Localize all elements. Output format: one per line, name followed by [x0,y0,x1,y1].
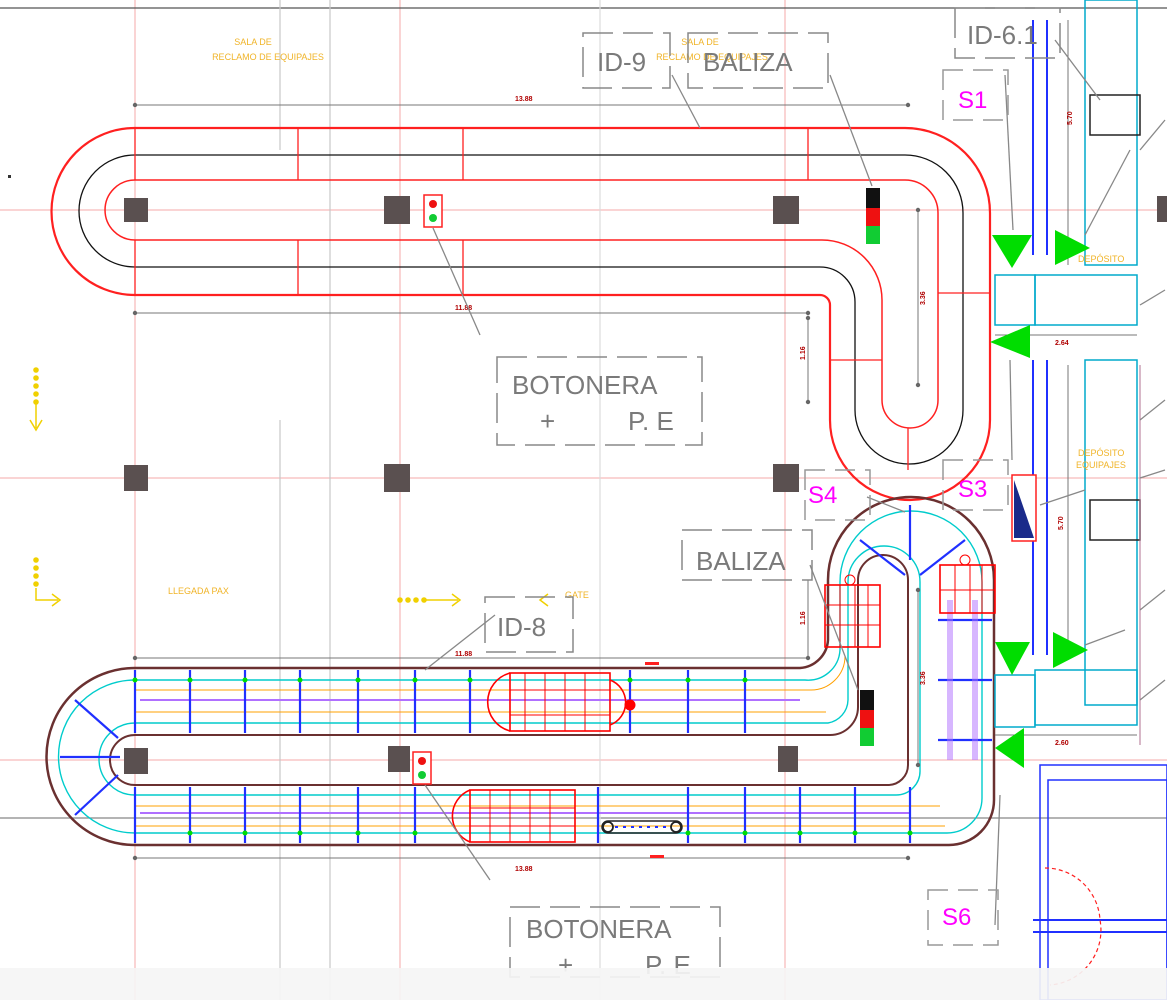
drive-units [451,564,996,843]
callout-botonera2-line1: BOTONERA [526,914,672,944]
dimension-ticks [132,102,921,861]
marker-red-bottom [650,855,664,858]
callout-baliza-top: BALIZA [703,47,793,77]
sensor-label-s6: S6 [942,904,971,931]
dim-top-length: 13.88 [515,96,533,103]
botonera-panel-top [423,194,443,228]
sensor-label-s1: S1 [958,87,987,114]
structural-columns [124,196,1167,774]
sensor-label-s3: S3 [958,476,987,503]
chain-tensioner [601,820,683,834]
dim-width-bottom: 2.60 [1055,740,1069,747]
callout-leaders [424,39,1166,926]
dim-mid-length: 11.88 [455,305,472,312]
dim-offset-top: 1.16 [800,346,807,360]
room-llegada: LLEGADA PAX [168,586,229,596]
callout-id9: ID-9 [597,47,646,77]
dim-right-mid: 5.70 [1058,516,1065,530]
dim-depth-top: 3.36 [920,291,927,305]
conveyor-id8 [45,495,996,847]
sensor-label-s4: S4 [808,482,837,509]
room-deposito1: DEPÓSITO [1078,254,1124,264]
conveyor-id9 [50,126,992,502]
room-sala-line2: RECLAMO DE EQUIPAJES [212,52,324,62]
dim-depth-bottom: 3.36 [920,671,927,685]
room-gate: GATE [565,590,589,600]
sensor-arrows [990,230,1090,768]
marker-red-top [645,662,659,665]
room-sala-line1: SALA DE [234,37,272,47]
bottom-fade-overlay [0,968,1167,1000]
flow-arrows [29,367,549,607]
callout-id8: ID-8 [497,612,546,642]
room-sala2-line1: SALA DE [681,37,719,47]
dim-right-top: 5.70 [1067,111,1074,125]
botonera-panel-bottom [412,751,432,785]
callout-botonera-plus: + [540,406,555,436]
baliza-beacon-mid [860,690,874,746]
room-deposito2-line2: EQUIPAJES [1076,460,1126,470]
callout-baliza-mid: BALIZA [696,546,786,576]
right-dimension-lines [995,20,1141,745]
ramp-triangle [1011,474,1037,542]
dim-offset-bottom: 1.16 [800,611,807,625]
edge-marker [8,175,11,178]
dim-bottom-mid-length: 11.88 [455,651,472,658]
callout-botonera-line1: BOTONERA [512,370,658,400]
dim-width-top: 2.64 [1055,340,1069,347]
callout-id61: ID-6.1 [967,20,1038,50]
room-deposito2-line1: DEPÓSITO [1078,448,1124,458]
room-sala2-line2: RECLAMO DE EQUIPAJES [656,52,768,62]
dimension-lines [135,104,919,859]
dim-bottom-length: 13.88 [515,866,533,873]
callout-frames [484,7,1061,978]
baliza-beacon-top [866,188,880,244]
deposito-structure [994,0,1167,1000]
drive-unit-detail [470,554,995,842]
callout-botonera-pe: P. E [628,406,674,436]
